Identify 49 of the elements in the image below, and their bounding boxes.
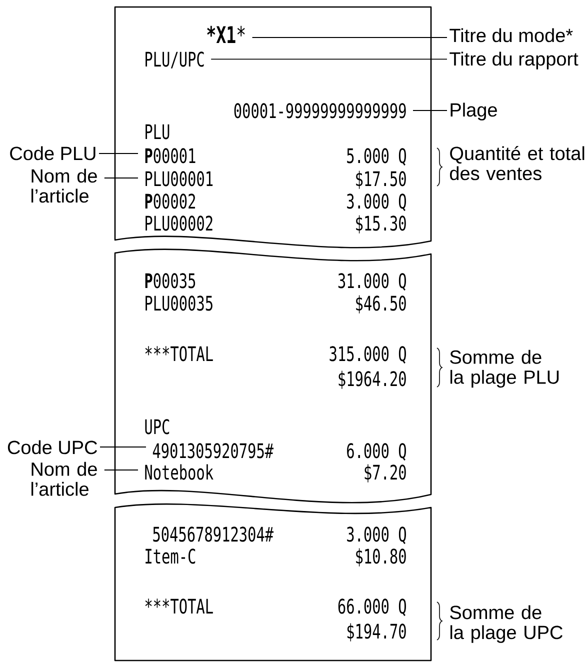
callout-label: Nom de l’article — [31, 168, 97, 203]
receipt-amount: $46.50 — [356, 295, 406, 314]
callout-label: Nom de l’article — [31, 462, 97, 496]
receipt-amount: $194.70 — [347, 623, 406, 642]
receipt-text: PLU/UPC — [146, 52, 204, 68]
receipt-text: *X1* — [207, 26, 245, 43]
receipt-amount: $1964.20 — [338, 370, 406, 389]
receipt-text: PLU00002 — [146, 216, 212, 231]
callout-label: Quantité et total des ventes — [450, 146, 584, 180]
callout-label: Titre du mode* — [450, 28, 573, 42]
receipt-text: 5045678912304# — [153, 526, 274, 542]
leader-line — [412, 110, 448, 111]
callout-label: Somme de la plage PLU — [450, 350, 559, 388]
receipt-text: Notebook — [145, 464, 214, 480]
receipt-paper — [114, 6, 432, 248]
receipt-amount: 3.000 Q — [347, 194, 406, 212]
receipt-amount: $10.80 — [356, 548, 406, 566]
callout-label: Titre du rapport — [450, 52, 578, 70]
receipt-paper — [114, 503, 432, 662]
receipt-amount: 31.000 Q — [338, 273, 406, 291]
callout-label: Code UPC — [8, 440, 98, 454]
receipt-text: P00035 — [145, 273, 196, 288]
receipt-text: ***TOTAL — [145, 346, 213, 362]
receipt-paper — [114, 248, 432, 504]
leader-line — [100, 446, 146, 448]
receipt-amount: 315.000 Q — [330, 346, 406, 364]
receipt-text: PLU — [146, 124, 170, 140]
receipt-amount: 5.000 Q — [347, 148, 406, 166]
receipt-amount: $17.50 — [356, 170, 406, 189]
receipt-text: PLU00035 — [146, 296, 212, 311]
leader-line — [210, 58, 448, 60]
receipt-amount: 3.000 Q — [347, 526, 406, 544]
receipt-amount: $15.30 — [356, 215, 406, 234]
callout-label: Plage — [450, 102, 497, 120]
receipt-text: UPC — [145, 419, 170, 434]
receipt-amount: 6.000 Q — [347, 443, 406, 461]
receipt-text: PLU00001 — [146, 171, 213, 186]
receipt-text: Item-C — [146, 548, 196, 564]
callout-label: Somme de la plage UPC — [450, 605, 562, 643]
receipt-text: 00001-99999999999999 — [234, 103, 406, 118]
receipt-text: 4901305920795# — [152, 443, 274, 458]
receipt-text: P00002 — [145, 194, 195, 209]
receipt-text: P00001 — [145, 148, 196, 164]
leader-line — [252, 37, 448, 38]
receipt-amount: 66.000 Q — [338, 598, 406, 616]
callout-label: Code PLU — [10, 146, 96, 160]
leader-line — [98, 153, 138, 154]
receipt-amount: $7.20 — [364, 464, 406, 482]
receipt-text: ***TOTAL — [145, 598, 213, 614]
